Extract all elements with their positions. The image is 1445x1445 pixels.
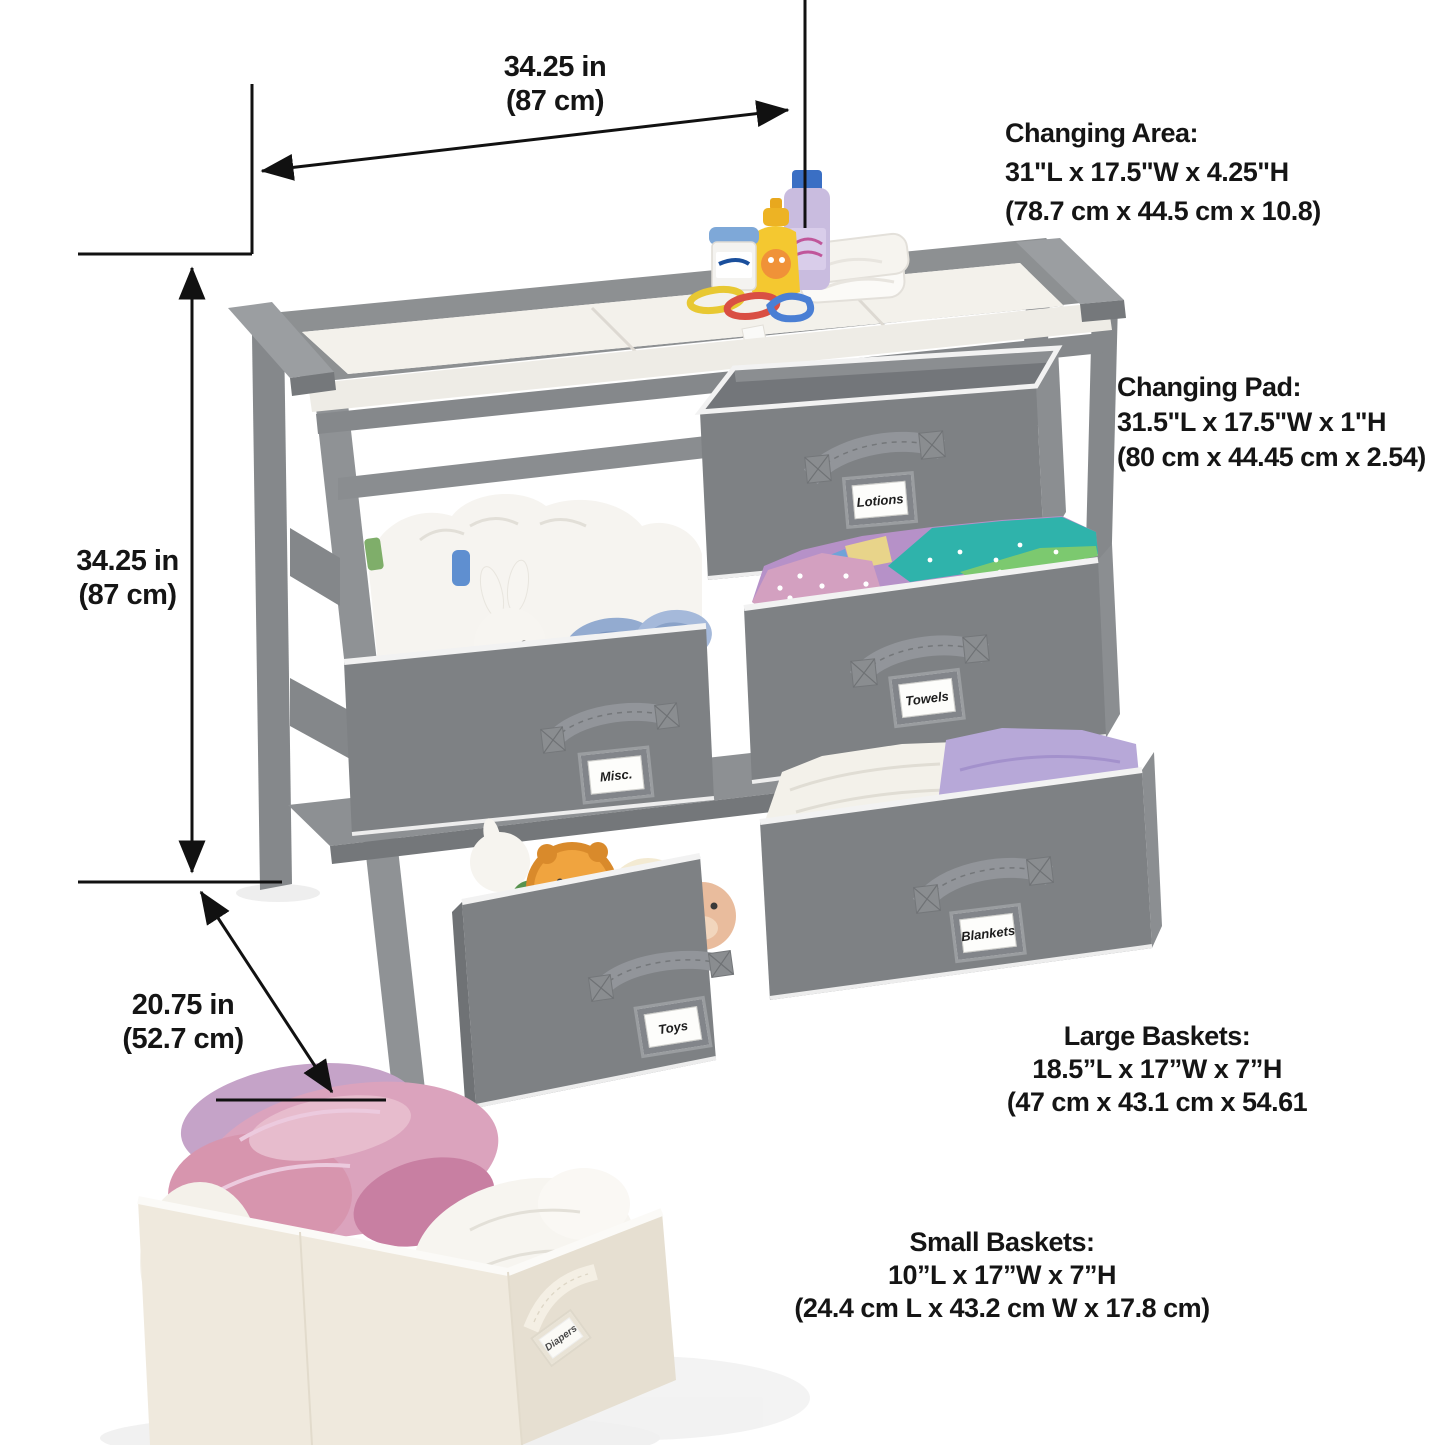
depth-annotation: 20.75 in (52.7 cm) — [88, 988, 278, 1056]
changing-area-imperial: 31"L x 17.5"W x 4.25"H — [1005, 157, 1289, 187]
changing-pad-title: Changing Pad: — [1117, 372, 1302, 402]
large-baskets-spec: Large Baskets: 18.5”L x 17”W x 7”H (47 c… — [977, 1020, 1337, 1119]
basket-label-lotions: Lotions — [845, 474, 915, 526]
basket-misc — [343, 493, 715, 836]
width-arrow — [260, 100, 790, 181]
baby-products — [686, 170, 910, 323]
teething-rings — [686, 285, 815, 323]
vaseline-jar — [709, 227, 759, 291]
height-value-in: 34.25 in — [76, 545, 179, 577]
small-baskets-imperial: 10”L x 17”W x 7”H — [887, 1260, 1117, 1290]
changing-pad-imperial: 31.5"L x 17.5"W x 1"H — [1117, 407, 1387, 437]
depth-arrow — [199, 890, 334, 1094]
small-basket-diapers — [137, 1063, 676, 1445]
changing-area-spec: Changing Area: 31"L x 17.5"W x 4.25"H (7… — [1005, 114, 1425, 231]
shampoo-bottle — [752, 198, 800, 297]
basket-label-toys-text: Toys — [657, 1017, 689, 1037]
large-baskets-imperial: 18.5”L x 17”W x 7”H — [1032, 1054, 1282, 1084]
basket-label-towels-text: Towels — [904, 687, 950, 709]
basket-toys — [452, 818, 736, 1116]
large-baskets-title: Large Baskets: — [1063, 1021, 1251, 1051]
depth-value-in: 20.75 in — [131, 989, 235, 1021]
basket-label-lotions-text: Lotions — [855, 490, 905, 510]
height-value-cm: (87 cm) — [78, 579, 177, 611]
small-baskets-metric: (24.4 cm L x 43.2 cm W x 17.8 cm) — [794, 1293, 1210, 1323]
width-value-cm: (87 cm) — [505, 85, 605, 117]
basket-label-blankets: Blankets — [952, 906, 1024, 960]
small-baskets-spec: Small Baskets: 10”L x 17”W x 7”H (24.4 c… — [782, 1226, 1222, 1325]
basket-label-blankets-text: Blankets — [960, 922, 1016, 944]
basket-blankets — [759, 728, 1162, 1000]
small-baskets-title: Small Baskets: — [909, 1227, 1095, 1257]
basket-label-misc: Misc. — [580, 748, 652, 802]
changing-area-title: Changing Area: — [1005, 118, 1199, 148]
width-value-in: 34.25 in — [503, 51, 607, 83]
basket-label-misc-text: Misc. — [599, 765, 633, 785]
depth-value-cm: (52.7 cm) — [122, 1023, 244, 1055]
changing-pad-metric: (80 cm x 44.45 cm x 2.54) — [1117, 442, 1426, 472]
large-baskets-metric: (47 cm x 43.1 cm x 54.61 — [1006, 1087, 1308, 1117]
height-annotation: 34.25 in (87 cm) — [35, 544, 220, 612]
changing-pad-spec: Changing Pad: 31.5"L x 17.5"W x 1"H (80 … — [1117, 370, 1437, 475]
basket-towels — [743, 516, 1120, 784]
basket-label-towels: Towels — [891, 671, 963, 725]
dimension-lines — [78, 0, 807, 1102]
width-annotation: 34.25 in (87 cm) — [455, 50, 655, 118]
changing-area-metric: (78.7 cm x 44.5 cm x 10.8) — [1005, 196, 1321, 226]
